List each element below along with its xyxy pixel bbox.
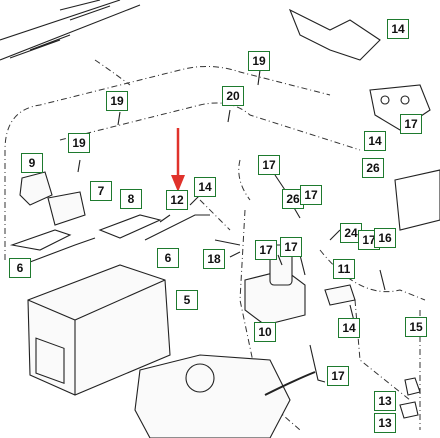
- callout-13: 13: [374, 391, 396, 411]
- starter-motor: [134, 354, 291, 438]
- callout-13: 13: [374, 413, 396, 433]
- callout-20: 20: [222, 86, 244, 106]
- callout-26: 26: [282, 189, 304, 209]
- battery-edges: [27, 279, 166, 395]
- cable-route: [94, 59, 131, 86]
- chassis-bracket: [59, 0, 111, 21]
- terminal-clamp: [9, 229, 72, 251]
- callout-24: 24: [340, 223, 362, 243]
- callout-14: 14: [194, 177, 216, 197]
- callout-10: 10: [254, 322, 276, 342]
- callout-19: 19: [68, 133, 90, 153]
- callout-17: 17: [300, 185, 322, 205]
- callout-12: 12: [166, 190, 188, 210]
- battery-cable: [144, 214, 210, 241]
- callout-17: 17: [255, 240, 277, 260]
- callout-9: 9: [21, 153, 43, 173]
- callout-5: 5: [176, 290, 198, 310]
- pointer-arrow-head: [171, 175, 185, 192]
- cable-route: [199, 199, 411, 401]
- callout-8: 8: [120, 189, 142, 209]
- terminal-cover: [47, 191, 86, 226]
- cable-clamp: [324, 284, 356, 306]
- callout-17: 17: [400, 114, 422, 134]
- callout-19: 19: [106, 91, 128, 111]
- callout-17: 17: [258, 155, 280, 175]
- callout-14: 14: [364, 131, 386, 151]
- bolt: [214, 239, 306, 276]
- terminal-cover: [19, 171, 53, 206]
- engine-housing: [288, 8, 381, 61]
- callout-15: 15: [405, 317, 427, 337]
- callout-11: 11: [333, 259, 355, 279]
- callout-6: 6: [9, 258, 31, 278]
- cable-route: [59, 102, 361, 151]
- callout-18: 18: [203, 249, 225, 269]
- bolt: [309, 344, 326, 383]
- right-component: [394, 169, 440, 231]
- callout-6: 6: [157, 248, 179, 268]
- starter-cable: [264, 371, 316, 396]
- callout-14: 14: [338, 318, 360, 338]
- callout-16: 16: [374, 228, 396, 248]
- chassis-rail: [0, 0, 141, 61]
- cable-route: [319, 249, 426, 301]
- callout-17: 17: [280, 237, 302, 257]
- callout-19: 19: [248, 51, 270, 71]
- terminal-clamp: [98, 214, 162, 239]
- battery-cable: [29, 237, 96, 263]
- cable-route: [4, 66, 331, 260]
- callout-14: 14: [387, 19, 409, 39]
- callout-17: 17: [327, 366, 349, 386]
- fastener: [399, 377, 421, 419]
- callout-7: 7: [90, 181, 112, 201]
- callout-26: 26: [362, 158, 384, 178]
